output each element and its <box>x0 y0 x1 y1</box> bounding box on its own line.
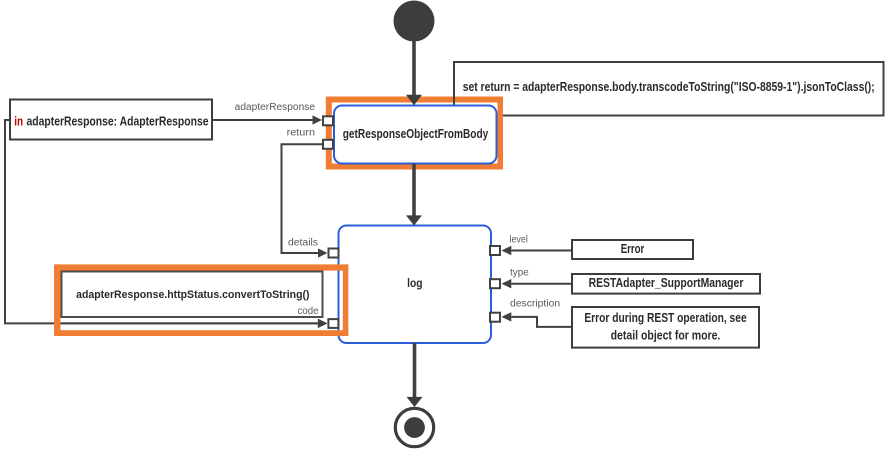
svg-text:type: type <box>510 268 529 279</box>
svg-text:adapterResponse: adapterResponse <box>235 102 316 113</box>
svg-text:level: level <box>510 234 528 245</box>
svg-text:RESTAdapter_SupportManager: RESTAdapter_SupportManager <box>589 276 744 290</box>
svg-text:Error during REST operation, s: Error during REST operation, see <box>584 311 746 325</box>
svg-text:adapterResponse: AdapterRespon: adapterResponse: AdapterResponse <box>27 114 209 128</box>
svg-text:detail object for more.: detail object for more. <box>611 329 721 343</box>
svg-text:description: description <box>510 298 560 309</box>
svg-text:adapterResponse.httpStatus.con: adapterResponse.httpStatus.convertToStri… <box>76 289 310 301</box>
svg-text:Error: Error <box>621 242 645 256</box>
svg-text:set return = adapterResponse.b: set return = adapterResponse.body.transc… <box>463 80 875 94</box>
svg-text:log: log <box>407 277 422 290</box>
svg-text:details: details <box>288 238 318 249</box>
svg-text:getResponseObjectFromBody: getResponseObjectFromBody <box>343 127 489 141</box>
svg-text:code: code <box>298 306 319 317</box>
svg-text:in: in <box>14 114 23 128</box>
svg-text:return: return <box>287 127 315 138</box>
